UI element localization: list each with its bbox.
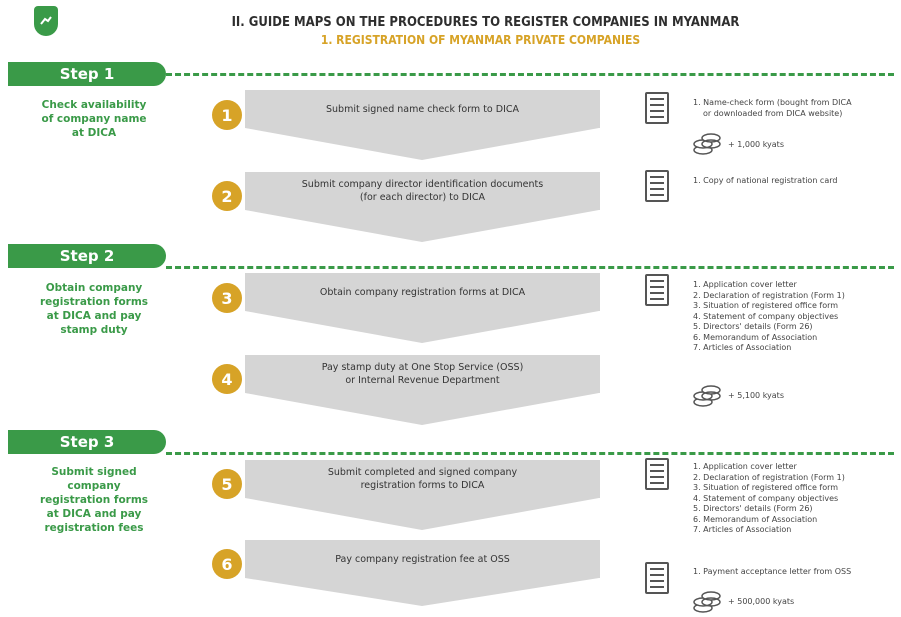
procedure-line: Submit signed name check form to DICA [325, 103, 520, 115]
step-1-description: Check availability of company name at DI… [8, 98, 180, 140]
fee-amount: + 1,000 kyats [728, 140, 784, 149]
requirement-item: 1. Payment acceptance letter from OSS [693, 567, 852, 576]
procedure-1-text: Submit signed name check form to DICA [245, 90, 600, 128]
requirement-item: 2. Declaration of registration (Form 1) [693, 472, 845, 482]
requirements-6: 1. Payment acceptance letter from OSS [693, 567, 851, 578]
procedure-6-number: 6 [212, 549, 242, 579]
step-1-tab: Step 1 [8, 62, 166, 86]
requirement-item: 6. Memorandum of Association [693, 332, 818, 342]
procedure-1-arrow: Submit signed name check form to DICA [245, 90, 600, 160]
procedure-4-text: Pay stamp duty at One Stop Service (OSS)… [245, 355, 600, 393]
down-arrow-shape [245, 498, 599, 530]
requirement-item: 1. Application cover letter [693, 280, 797, 289]
requirement-item: 4. Statement of company objectives [693, 311, 839, 321]
procedure-4-arrow: Pay stamp duty at One Stop Service (OSS)… [245, 355, 600, 425]
step-desc-line: stamp duty [60, 324, 128, 336]
procedure-line: Pay stamp duty at One Stop Service (OSS) [321, 362, 524, 373]
requirement-item: 6. Memorandum of Association [693, 514, 818, 524]
requirements-5: 1. Application cover letter 2. Declarati… [693, 462, 845, 536]
down-arrow-shape [245, 128, 599, 160]
document-icon [645, 458, 669, 490]
procedure-2-number: 2 [212, 181, 242, 211]
step-desc-line: Submit signed [51, 466, 137, 478]
requirement-item: or downloaded from DICA website) [703, 108, 843, 118]
step-desc-line: of company name [41, 113, 147, 125]
requirement-item: 5. Directors' details (Form 26) [693, 504, 813, 513]
coins-icon [693, 591, 721, 613]
page-subtitle: 1. REGISTRATION OF MYANMAR PRIVATE COMPA… [320, 33, 641, 47]
requirements-3: 1. Application cover letter 2. Declarati… [693, 280, 845, 354]
requirement-item: 7. Articles of Association [693, 525, 792, 534]
procedure-line: Obtain company registration forms at DIC… [319, 286, 526, 298]
step-1-divider [166, 73, 894, 76]
procedure-2-text: Submit company director identification d… [245, 172, 600, 210]
requirement-item: 4. Statement of company objectives [693, 493, 839, 503]
step-2-description: Obtain company registration forms at DIC… [8, 281, 180, 337]
requirement-item: 7. Articles of Association [693, 343, 792, 352]
fee-amount: + 5,100 kyats [728, 391, 784, 400]
procedure-6-text: Pay company registration fee at OSS [245, 540, 600, 578]
procedure-line: or Internal Revenue Department [345, 375, 500, 386]
procedure-3-number: 3 [212, 283, 242, 313]
procedure-6-arrow: Pay company registration fee at OSS [245, 540, 600, 606]
down-arrow-shape [245, 578, 599, 606]
step-desc-line: registration fees [44, 522, 144, 534]
step-desc-line: registration forms [39, 494, 149, 506]
down-arrow-shape [245, 210, 599, 242]
step-desc-line: Check availability [41, 99, 147, 111]
requirement-item: 1. Name-check form (bought from DICA [693, 98, 852, 107]
step-3-divider [166, 452, 894, 455]
procedure-5-text: Submit completed and signed company regi… [245, 460, 600, 498]
down-arrow-shape [245, 393, 599, 425]
step-2-tab: Step 2 [8, 244, 166, 268]
procedure-line: Pay company registration fee at OSS [335, 553, 510, 565]
procedure-5-number: 5 [212, 469, 242, 499]
procedure-3-text: Obtain company registration forms at DIC… [245, 273, 600, 311]
procedure-1-number: 1 [212, 100, 242, 130]
document-icon [645, 562, 669, 594]
coins-icon [693, 385, 721, 407]
procedure-3-arrow: Obtain company registration forms at DIC… [245, 273, 600, 343]
coins-icon [693, 133, 721, 155]
procedure-4-number: 4 [212, 364, 242, 394]
logo-icon [34, 6, 58, 36]
requirements-1: 1. Name-check form (bought from DICA or … [693, 98, 852, 119]
down-arrow-shape [245, 311, 599, 343]
step-desc-line: at DICA and pay [46, 310, 142, 322]
document-icon [645, 92, 669, 124]
step-3-description: Submit signed company registration forms… [8, 465, 180, 535]
requirement-item: 5. Directors' details (Form 26) [693, 322, 813, 331]
step-desc-line: at DICA [71, 127, 117, 139]
step-desc-line: registration forms [39, 296, 149, 308]
document-icon [645, 170, 669, 202]
procedure-line: Submit company director identification d… [301, 179, 544, 190]
step-desc-line: company [67, 480, 121, 492]
procedure-line: (for each director) to DICA [359, 192, 486, 203]
procedure-2-arrow: Submit company director identification d… [245, 172, 600, 242]
requirement-item: 3. Situation of registered office form [693, 301, 839, 310]
requirement-item: 3. Situation of registered office form [693, 483, 839, 492]
procedure-5-arrow: Submit completed and signed company regi… [245, 460, 600, 530]
procedure-line: registration forms to DICA [360, 480, 485, 491]
step-desc-line: at DICA and pay [46, 508, 142, 520]
document-icon [645, 274, 669, 306]
step-desc-line: Obtain company [45, 282, 143, 294]
requirement-item: 2. Declaration of registration (Form 1) [693, 290, 845, 300]
fee-amount: + 500,000 kyats [728, 597, 795, 606]
page-title: II. GUIDE MAPS ON THE PROCEDURES TO REGI… [231, 15, 740, 30]
step-3-tab: Step 3 [8, 430, 166, 454]
step-2-divider [166, 266, 894, 269]
requirement-item: 1. Application cover letter [693, 462, 797, 471]
requirements-2: 1. Copy of national registration card [693, 176, 837, 187]
procedure-line: Submit completed and signed company [327, 467, 518, 478]
requirement-item: 1. Copy of national registration card [693, 176, 838, 185]
